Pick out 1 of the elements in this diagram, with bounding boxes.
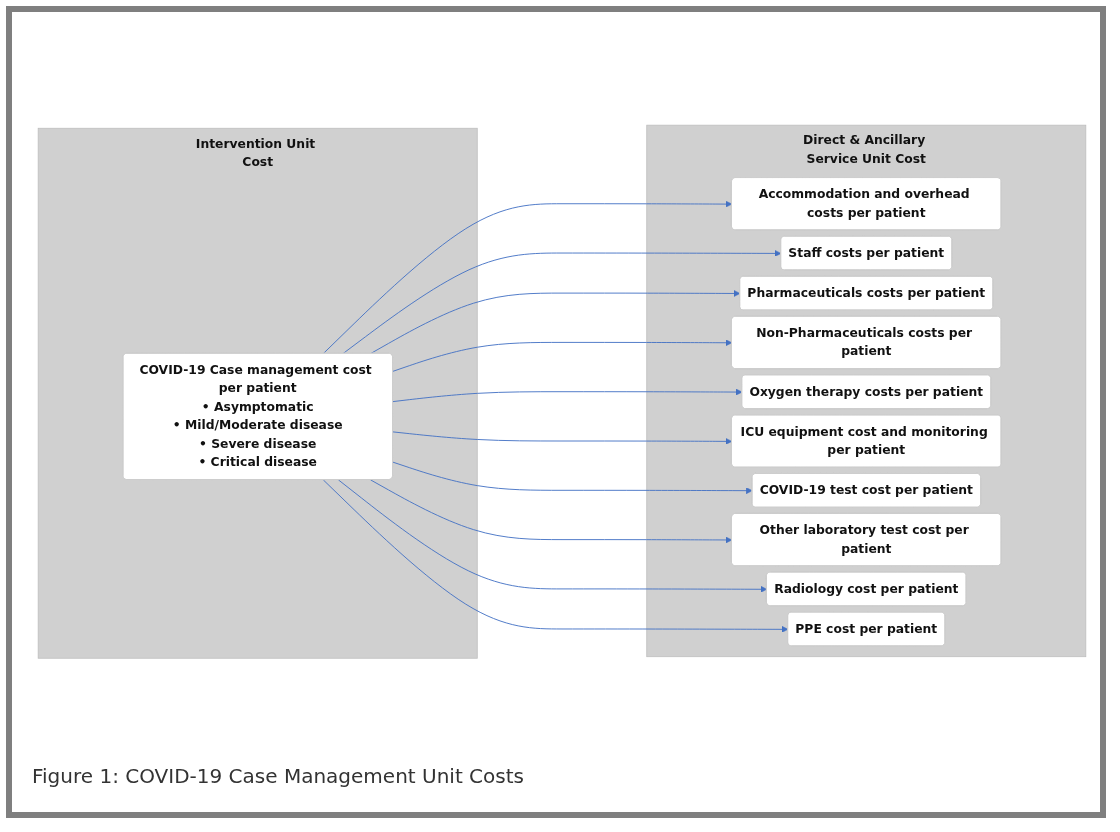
figure-caption: Figure 1: COVID-19 Case Management Unit Costs bbox=[32, 764, 524, 788]
